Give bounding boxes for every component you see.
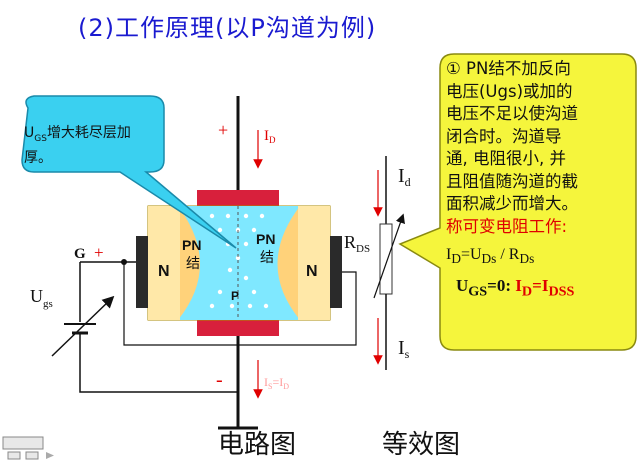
svg-text:结: 结	[260, 250, 274, 266]
caption-circuit: 电路图	[218, 430, 297, 460]
nav-next-icon	[46, 452, 54, 459]
svg-text:RDS: RDS	[344, 232, 370, 255]
svg-text:IS=ID: IS=ID	[264, 375, 289, 391]
caption-equivalent: 等效图	[382, 430, 461, 460]
gate-plus: +	[94, 243, 104, 262]
n-label-right: N	[306, 263, 318, 280]
gate-return-wire	[123, 262, 357, 346]
source-contact	[197, 320, 279, 336]
p-channel	[178, 206, 300, 320]
svg-text:Id: Id	[398, 165, 411, 189]
nav-home-icon	[25, 451, 39, 460]
svg-text:PN: PN	[182, 237, 201, 253]
svg-text:Ugs: Ugs	[30, 286, 53, 310]
n-region-left	[148, 206, 180, 320]
left-callout-bubble	[21, 95, 237, 249]
equiv-variable-arrow	[373, 213, 405, 299]
slide-nav-controls[interactable]	[2, 436, 74, 460]
nav-menu-icon	[2, 436, 44, 450]
channel-p-label: P	[231, 289, 239, 303]
formula-id: ID=UDs / RDs	[446, 246, 535, 267]
variable-resistance-label: 称可变电阻工作:	[446, 216, 568, 236]
left-callout-text: UGS增大耗尽层加 厚。	[24, 125, 131, 166]
equiv-resistor	[379, 223, 393, 295]
gate-label: G	[74, 246, 86, 262]
formula-idss: UGS=0: ID=IDSS	[456, 275, 575, 300]
gate-electrode-left	[136, 236, 148, 308]
n-label-left: N	[158, 263, 170, 280]
svg-text:PN: PN	[256, 231, 275, 247]
source-minus: -	[216, 369, 223, 391]
page-title: (2)工作原理(以P沟道为例)	[78, 14, 377, 42]
svg-text:结: 结	[186, 256, 200, 272]
svg-text:Is: Is	[398, 337, 410, 361]
drain-plus: +	[218, 120, 228, 140]
right-callout-bubble	[398, 53, 637, 351]
carrier-dots	[209, 213, 269, 309]
n-region-right	[298, 206, 330, 320]
drain-contact	[197, 190, 279, 206]
gate-electrode-right	[330, 236, 342, 308]
battery-adjust-arrow	[51, 295, 115, 357]
explanation-note: ① PN结不加反向 电压(Ugs)或加的 电压不足以使沟道 闭合时。沟道导 通,…	[446, 58, 632, 342]
nav-prev-icon	[7, 451, 21, 460]
svg-text:ID: ID	[264, 128, 276, 145]
